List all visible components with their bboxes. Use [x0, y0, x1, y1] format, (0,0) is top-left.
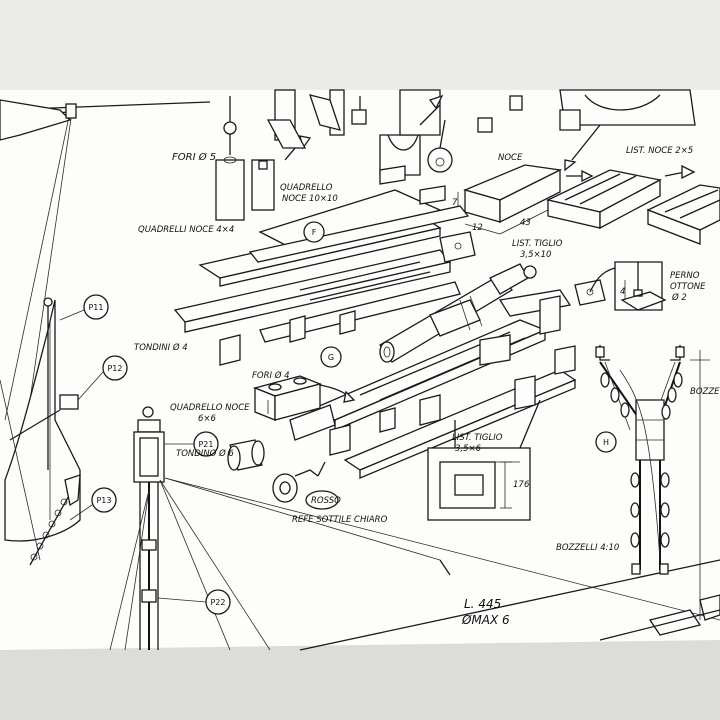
label-list-tiglio2-a: LIST. TIGLIO: [452, 433, 503, 443]
label-dim-17: 17: [513, 480, 524, 490]
mast-with-tackle: [109, 406, 720, 651]
label-rosso: ROSSO: [311, 496, 341, 506]
label-max6: ØMAX 6: [461, 613, 510, 627]
svg-text:H: H: [603, 438, 609, 447]
label-bozze: BOZZE: [690, 387, 720, 397]
label-list-tiglio-b: 3,5×10: [520, 250, 551, 260]
list-tiglio-detail: [427, 399, 541, 521]
quadrello-6x6: [252, 375, 323, 421]
svg-text:P21: P21: [198, 440, 213, 449]
label-dim-43: 43: [520, 218, 531, 228]
label-quadrello-6x6-b: 6×6: [198, 414, 217, 424]
blocks-rigging-h: H: [595, 345, 710, 620]
label-perno-c: Ø 2: [671, 292, 687, 303]
callout-p22: P22: [157, 589, 231, 615]
label-noce: NOCE: [498, 153, 523, 163]
drill-detail: [215, 96, 312, 221]
callout-p12: P12: [77, 355, 128, 401]
label-perno-b: OTTONE: [670, 282, 706, 292]
label-dim-12: 12: [472, 223, 483, 233]
svg-text:F: F: [312, 228, 317, 237]
label-perno-a: PERNO: [670, 271, 700, 281]
top-right-timbers: [559, 89, 696, 172]
left-rigging: [0, 99, 211, 566]
label-l445: L. 445: [464, 597, 501, 611]
label-bozzelli: BOZZELLI 4:10: [556, 543, 619, 553]
label-refe-sottile: REFE SOTTILE CHIARO: [292, 515, 388, 525]
label-dim-4: 4: [620, 287, 625, 297]
noce-block: [457, 164, 563, 235]
rosso-spool: [272, 461, 339, 510]
bottom-shadow: [0, 640, 720, 720]
anchor-chain: [29, 484, 76, 566]
carriage-g: G: [289, 279, 606, 479]
callout-p11: P11: [59, 294, 109, 321]
bottom-right-parts: [599, 594, 720, 641]
label-quadrelli-noce-4x4: QUADRELLI NOCE 4×4: [138, 225, 234, 235]
tondino-6: [227, 439, 265, 471]
label-list-noce-2x5: LIST. NOCE 2×5: [626, 146, 693, 156]
label-quadrello-6x6-a: QUADRELLO NOCE: [170, 403, 250, 413]
callout-p21: P21: [164, 431, 219, 457]
svg-text:G: G: [328, 353, 334, 362]
callout-p13: P13: [69, 487, 117, 521]
label-list-tiglio-a: LIST. TIGLIO: [512, 239, 563, 249]
cannon: [379, 263, 537, 363]
svg-text:P13: P13: [96, 496, 111, 505]
label-dim-7: 7: [452, 198, 458, 208]
rail-pieces: [546, 164, 720, 245]
label-fori-5: FORI Ø 5: [172, 151, 216, 163]
svg-text:P12: P12: [107, 364, 122, 373]
top-frame-parts: [266, 89, 523, 176]
label-tondini-4: TONDINI Ø 4: [134, 342, 188, 353]
label-fori-4: FORI Ø 4: [252, 370, 290, 381]
label-dim-6: 6: [524, 480, 530, 490]
label-quadrello-10x10-a: QUADRELLO: [280, 183, 333, 193]
perno-detail: [589, 261, 667, 311]
top-shadow: [0, 0, 720, 92]
svg-text:P22: P22: [210, 598, 225, 607]
svg-text:P11: P11: [88, 303, 103, 312]
label-tondino-6: TONDINO Ø 6: [176, 448, 234, 459]
carriage-f: F: [173, 165, 476, 366]
label-list-tiglio2-b: 3,5×6: [455, 444, 482, 454]
label-quadrello-10x10-b: NOCE 10×10: [282, 194, 338, 204]
